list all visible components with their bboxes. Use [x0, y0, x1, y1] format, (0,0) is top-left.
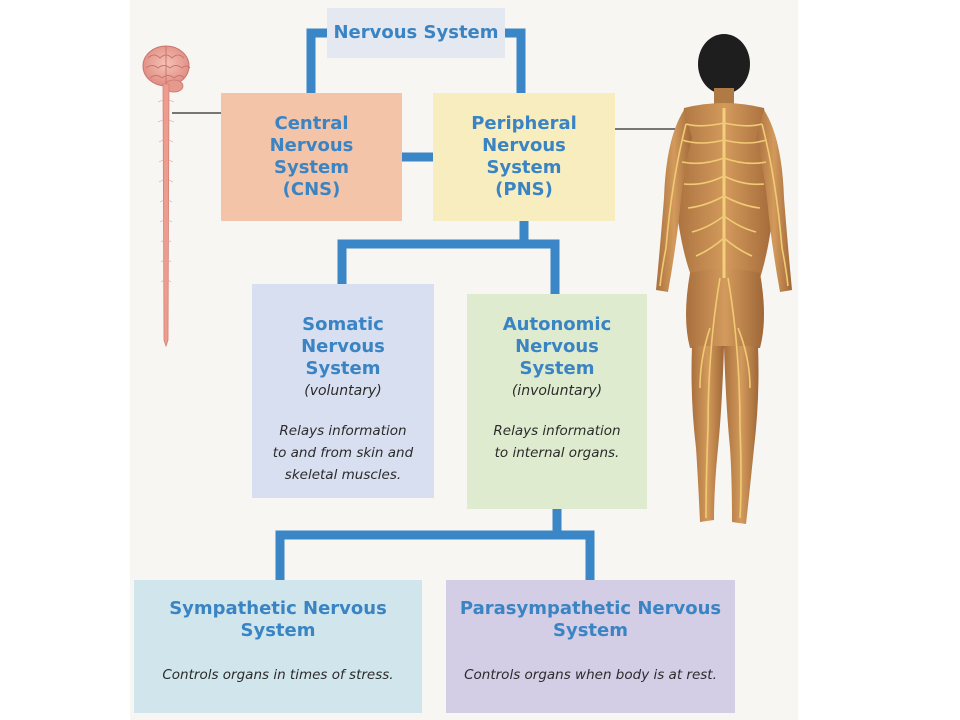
somatic-subtitle: (voluntary) [304, 383, 382, 399]
connector-aut-branch [275, 530, 595, 580]
central-nervous-system-title: Central Nervous System (CNS) [269, 113, 354, 200]
autonomic-description: Relays information to internal organs. [493, 423, 621, 461]
parasympathetic-description: Controls organs when body is at rest. [464, 667, 717, 683]
parasympathetic-nervous-system-box: Parasympathetic Nervous System Controls … [446, 580, 735, 713]
peripheral-nervous-system-title: Peripheral Nervous System (PNS) [471, 113, 577, 200]
autonomic-nervous-system-title: Autonomic Nervous System [502, 314, 612, 379]
sympathetic-nervous-system-title: Sympathetic Nervous System [169, 598, 387, 641]
nervous-system-title: Nervous System [333, 22, 499, 43]
autonomic-subtitle: (involuntary) [511, 383, 603, 399]
nervous-system-box: Nervous System [327, 8, 505, 58]
sympathetic-nervous-system-box: Sympathetic Nervous System Controls orga… [134, 580, 422, 713]
autonomic-nervous-system-box: Autonomic Nervous System (involuntary) R… [467, 294, 647, 509]
connector-ns-pns [505, 28, 526, 93]
somatic-nervous-system-title: Somatic Nervous System [301, 314, 385, 379]
central-nervous-system-box: Central Nervous System (CNS) [221, 93, 402, 221]
peripheral-nervous-system-box: Peripheral Nervous System (PNS) [433, 93, 615, 221]
connector-pns-branch [337, 239, 560, 294]
human-body-nerves-icon [656, 34, 792, 524]
connector-ns-cns [306, 28, 327, 93]
parasympathetic-nervous-system-title: Parasympathetic Nervous System [459, 598, 722, 641]
somatic-nervous-system-box: Somatic Nervous System (voluntary) Relay… [252, 284, 434, 498]
sympathetic-description: Controls organs in times of stress. [162, 667, 394, 683]
somatic-description: Relays information to and from skin and … [272, 423, 414, 483]
brain-spinal-cord-icon [142, 45, 191, 348]
